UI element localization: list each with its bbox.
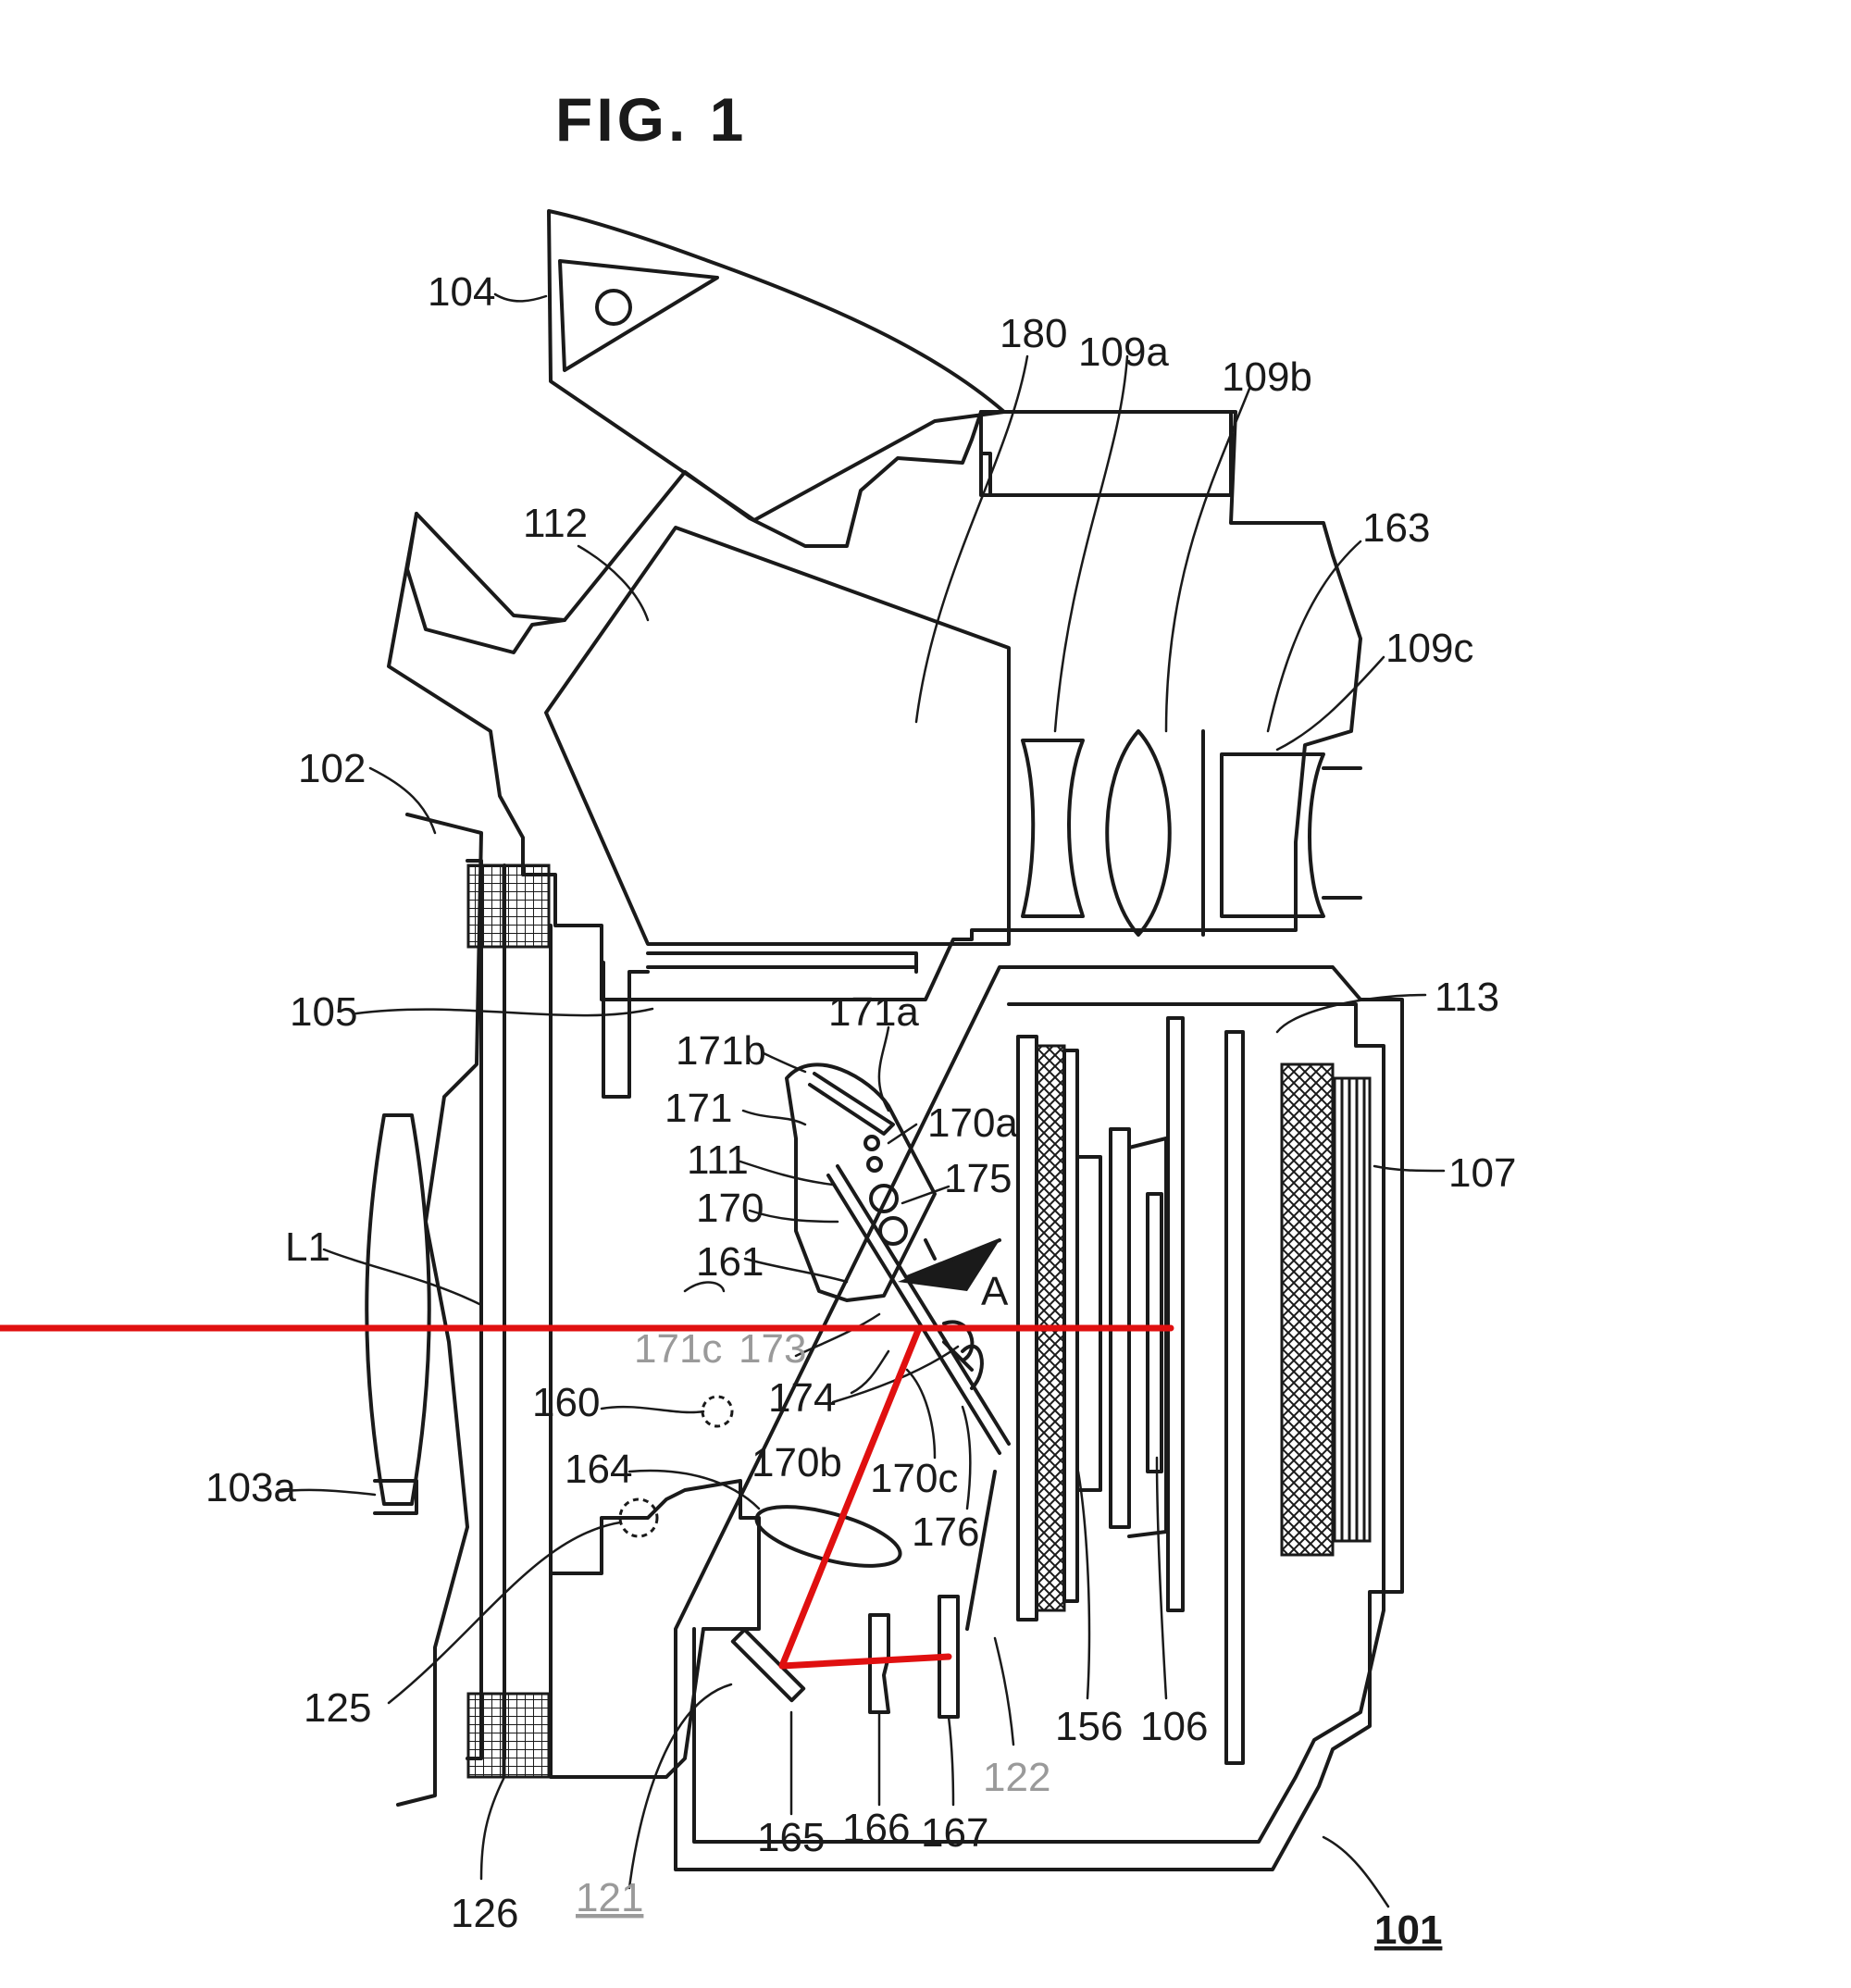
flash-unit <box>547 209 1006 522</box>
label-174: 174 <box>768 1375 836 1421</box>
label-173: 173 <box>739 1326 806 1372</box>
figure-title: FIG. 1 <box>555 85 747 154</box>
label-107: 107 <box>1448 1150 1516 1196</box>
label-121: 121 <box>576 1875 643 1920</box>
lens-mount <box>365 813 551 1807</box>
label-170c: 170c <box>870 1456 958 1501</box>
label-104: 104 <box>428 269 495 315</box>
arrow-a-label: A <box>981 1269 1009 1314</box>
label-122: 122 <box>983 1755 1050 1800</box>
label-164: 164 <box>565 1447 632 1492</box>
label-111: 111 <box>687 1137 749 1183</box>
label-105: 105 <box>290 989 357 1035</box>
label-113: 113 <box>1435 975 1499 1020</box>
label-171c: 171c <box>634 1326 722 1372</box>
label-102: 102 <box>298 746 366 791</box>
label-180: 180 <box>1000 311 1067 356</box>
label-166: 166 <box>842 1806 910 1851</box>
label-L1: L1 <box>285 1224 330 1270</box>
label-106: 106 <box>1140 1704 1208 1749</box>
reference-labels: 104 180 109a 109b 112 163 109c 102 105 1… <box>205 269 1516 1953</box>
label-165: 165 <box>757 1815 825 1860</box>
label-112: 112 <box>523 501 588 546</box>
label-167: 167 <box>921 1810 988 1856</box>
label-176: 176 <box>912 1510 979 1555</box>
label-109a: 109a <box>1078 329 1169 375</box>
mirror-mechanism: A <box>785 1062 1011 1455</box>
label-171b: 171b <box>676 1028 766 1074</box>
label-160: 160 <box>532 1380 600 1425</box>
label-170a: 170a <box>927 1100 1018 1146</box>
label-171: 171 <box>665 1086 732 1131</box>
mirror-box <box>549 924 761 1779</box>
label-163: 163 <box>1362 505 1430 551</box>
label-156: 156 <box>1055 1704 1123 1749</box>
label-170b: 170b <box>752 1440 842 1485</box>
leader-lines <box>276 292 1446 1908</box>
eyepiece-lenses <box>1021 729 1362 937</box>
label-103a: 103a <box>205 1465 296 1510</box>
pentaprism <box>544 526 1011 974</box>
label-175: 175 <box>944 1156 1012 1201</box>
label-109c: 109c <box>1385 626 1473 671</box>
label-101: 101 <box>1374 1907 1442 1953</box>
label-109b: 109b <box>1222 354 1312 400</box>
shutter-sensor-assembly <box>1016 1016 1372 1765</box>
label-161: 161 <box>696 1239 764 1285</box>
label-171a: 171a <box>828 989 919 1035</box>
red-ray-path <box>0 1324 1174 1670</box>
label-170: 170 <box>696 1186 764 1231</box>
label-126: 126 <box>451 1891 518 1936</box>
label-125: 125 <box>304 1685 371 1731</box>
